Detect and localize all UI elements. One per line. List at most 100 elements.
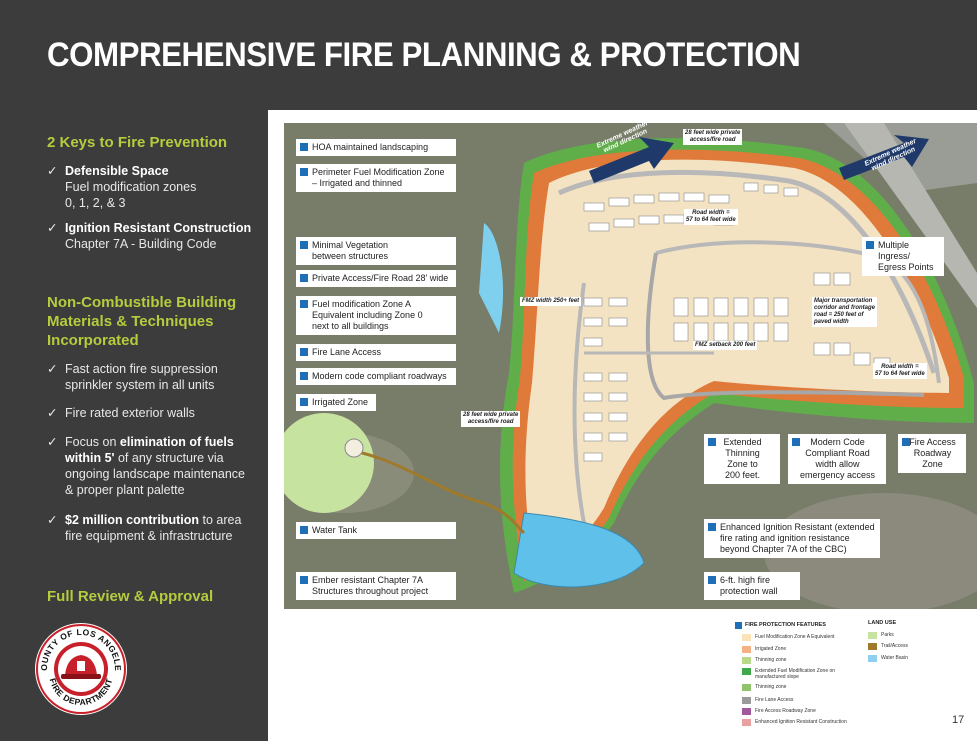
fire-department-seal-icon: COUNTY OF LOS ANGELES FIRE DEPARTMENT <box>33 621 127 715</box>
label-line: Major transportation <box>814 298 873 304</box>
bullet-contribution: ✓ $2 million contribution to area fire e… <box>47 512 262 544</box>
bullet-text: Fast action fire suppression <box>65 362 218 376</box>
bullet-title: Ignition Resistant Construction <box>65 221 252 235</box>
bullet-text: sprinkler system in all units <box>65 378 215 392</box>
callout-text: Equivalent including Zone 0 <box>312 310 423 320</box>
callout-irrigated-zone: Irrigated Zone <box>296 394 376 411</box>
callout-text: Modern code compliant roadways <box>312 371 447 381</box>
legend-label: Thinning zone <box>755 684 787 690</box>
callout-text: beyond Chapter 7A of the CBC) <box>720 544 847 554</box>
page-title: COMPREHENSIVE FIRE PLANNING & PROTECTION <box>47 36 801 74</box>
check-icon: ✓ <box>47 362 58 376</box>
label-line: 57 to 64 feet wide <box>686 217 736 223</box>
road-width-label: Road width =57 to 64 feet wide <box>684 209 738 225</box>
label-line: 28 feet wide private <box>463 412 519 418</box>
callout-multiple-egress: Multiple Ingress/Egress Points <box>862 237 944 276</box>
callout-text: Irrigated Zone <box>312 397 369 407</box>
label-line: 28 feet wide private <box>685 130 741 136</box>
label-line: access/fire road <box>467 419 514 425</box>
legend-item: Extended Fuel Modification Zone on manuf… <box>742 668 850 680</box>
page-number: 17 <box>952 714 965 726</box>
legend-square-icon <box>735 622 742 629</box>
section-title-line: Non-Combustible Building <box>47 294 237 311</box>
bullet-text: Fuel modification zones <box>65 180 197 194</box>
bullet-text: fire equipment & infrastructure <box>65 529 233 543</box>
legend-title-fire: FIRE PROTECTION FEATURES <box>745 622 826 628</box>
fmz-width-label: FMZ width 250+ feet <box>520 297 582 306</box>
bullet-square-icon <box>902 438 910 446</box>
callout-text: Enhanced Ignition Resistant (extended <box>720 522 875 532</box>
legend-label: Parks <box>881 632 894 638</box>
bullet-text: to area <box>199 513 242 527</box>
callout-text: Roadway <box>913 448 952 458</box>
legend-swatch <box>742 657 751 664</box>
callout-hoa-landscaping: HOA maintained landscaping <box>296 139 456 156</box>
callout-text: Fire Access <box>909 437 956 447</box>
bullet-square-icon <box>300 576 308 584</box>
site-plan-graphic <box>284 123 977 609</box>
callout-text: fire rating and ignition resistance <box>720 533 850 543</box>
callout-text: Private Access/Fire Road 28' wide <box>312 273 449 283</box>
legend-item: Thinning zone <box>742 684 850 691</box>
legend-label: Thinning zone <box>755 657 787 663</box>
callout-text: between structures <box>312 251 389 261</box>
bullet-square-icon <box>708 438 716 446</box>
legend-swatch <box>742 719 751 726</box>
callout-text: Ember resistant Chapter 7A <box>312 575 424 585</box>
bullet-bold: $2 million contribution <box>65 513 200 527</box>
label-line: 57 to 64 feet wide <box>875 371 925 377</box>
bullet-text: Fire rated exterior walls <box>65 406 195 420</box>
legend-swatch <box>742 668 751 675</box>
section-title-line: Materials & Techniques <box>47 313 214 330</box>
callout-text: emergency access <box>799 470 876 480</box>
callout-text: Structures throughout project <box>312 586 429 596</box>
legend-swatch <box>742 684 751 691</box>
bullet-square-icon <box>708 576 716 584</box>
bullet-square-icon <box>300 168 308 176</box>
section-title-fire-prevention: 2 Keys to Fire Prevention <box>47 134 228 151</box>
road-width-label: Road width =57 to 64 feet wide <box>873 363 927 379</box>
bullet-square-icon <box>866 241 874 249</box>
land-use-item: Water Basin <box>868 655 908 662</box>
legend-label: Irrigated Zone <box>755 646 787 652</box>
callout-text: width allow <box>815 459 860 469</box>
bullet-square-icon <box>300 241 308 249</box>
callout-water-tank: Water Tank <box>296 522 456 539</box>
callout-text: Water Tank <box>312 525 358 535</box>
legend-item: Irrigated Zone <box>742 646 850 653</box>
bullet-text: Chapter 7A - Building Code <box>65 237 217 251</box>
section-title-line: Incorporated <box>47 332 139 349</box>
legend-swatch <box>868 632 877 639</box>
callout-text: Multiple Ingress/ <box>878 240 911 261</box>
section-title-non-combustible: Non-Combustible Building Materials & Tec… <box>47 293 236 350</box>
section-title-review: Full Review & Approval <box>47 588 214 605</box>
legend-label: Extended Fuel Modification Zone on manuf… <box>755 668 836 680</box>
legend-label: Fire Lane Access <box>755 697 794 703</box>
legend-swatch <box>868 655 877 662</box>
callout-text: Minimal Vegetation <box>312 240 389 250</box>
label-line: access/fire road <box>689 137 736 143</box>
bullet-square-icon <box>300 348 308 356</box>
callout-text: Extended <box>723 437 762 447</box>
callout-text: – Irrigated and thinned <box>312 178 403 188</box>
label-line: Road width = <box>692 210 730 216</box>
callout-text: Thinning <box>725 448 760 458</box>
callout-text: protection wall <box>720 586 778 596</box>
bullet-text: Focus on <box>65 435 120 449</box>
legend-item: Enhanced Ignition Resistant Construction <box>742 719 850 726</box>
bullet-square-icon <box>708 523 716 531</box>
legend-item: Fire Lane Access <box>742 697 850 704</box>
check-icon: ✓ <box>47 406 58 420</box>
bullet-square-icon <box>300 526 308 534</box>
legend-label: Fuel Modification Zone A Equivalent <box>755 634 835 640</box>
bullet-bold: within 5' <box>65 451 115 465</box>
callout-text: Zone to <box>727 459 758 469</box>
bullet-square-icon <box>300 372 308 380</box>
